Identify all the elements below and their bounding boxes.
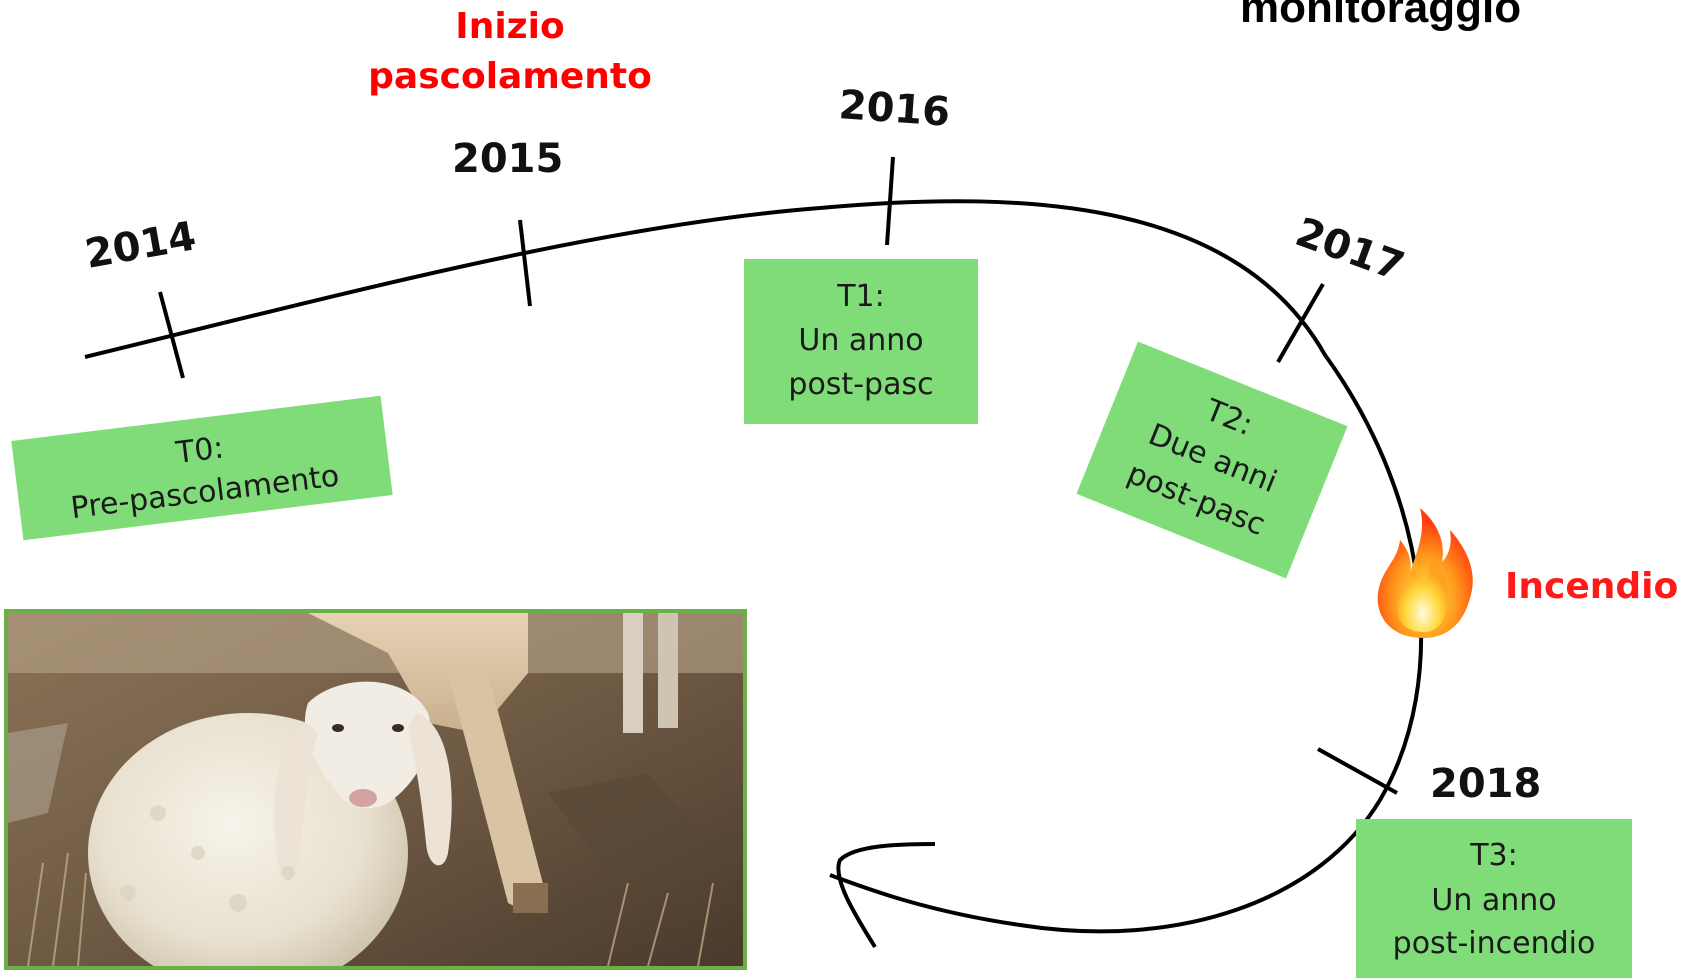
year-label-2018: 2018: [1430, 761, 1541, 807]
stage-box-t2: T2: Due anni post-pasc: [1076, 341, 1348, 579]
stage-t3-line2: Un anno: [1431, 883, 1556, 918]
sheep-photo: [4, 609, 747, 970]
tick-2014: [158, 291, 185, 379]
fire-event-label: Incendio: [1505, 566, 1678, 607]
stage-t0-line1: T0:: [173, 430, 225, 471]
header-title-fragment: monitoraggio: [1240, 0, 1521, 32]
year-label-2015: 2015: [452, 136, 563, 182]
stage-t1-line2: Un anno: [798, 323, 923, 358]
tick-2015: [518, 219, 532, 307]
timeline-arrowhead: [836, 842, 936, 949]
tick-2018: [1317, 747, 1398, 795]
year-label-2016: 2016: [837, 82, 951, 136]
stage-t3-line1: T3:: [1469, 838, 1518, 873]
fire-icon: [1377, 508, 1473, 638]
tick-2017: [1276, 283, 1325, 363]
stage-box-t0: T0: Pre-pascolamento: [11, 395, 393, 541]
stage-t1-line1: T1:: [836, 279, 885, 314]
start-event-line1: Inizio: [455, 6, 564, 47]
sheep-photo-illustration: [8, 613, 743, 966]
stage-box-t3: T3: Un anno post-incendio: [1356, 819, 1632, 978]
tick-2016: [885, 156, 895, 246]
stage-t1-line3: post-pasc: [788, 367, 933, 402]
start-event-line2: pascolamento: [368, 56, 652, 97]
year-label-2014: 2014: [82, 213, 200, 278]
timeline-curve: [84, 199, 1424, 934]
year-label-2017: 2017: [1290, 209, 1410, 290]
stage-box-t1: T1: Un anno post-pasc: [744, 259, 978, 424]
stage-t3-line3: post-incendio: [1393, 926, 1596, 961]
